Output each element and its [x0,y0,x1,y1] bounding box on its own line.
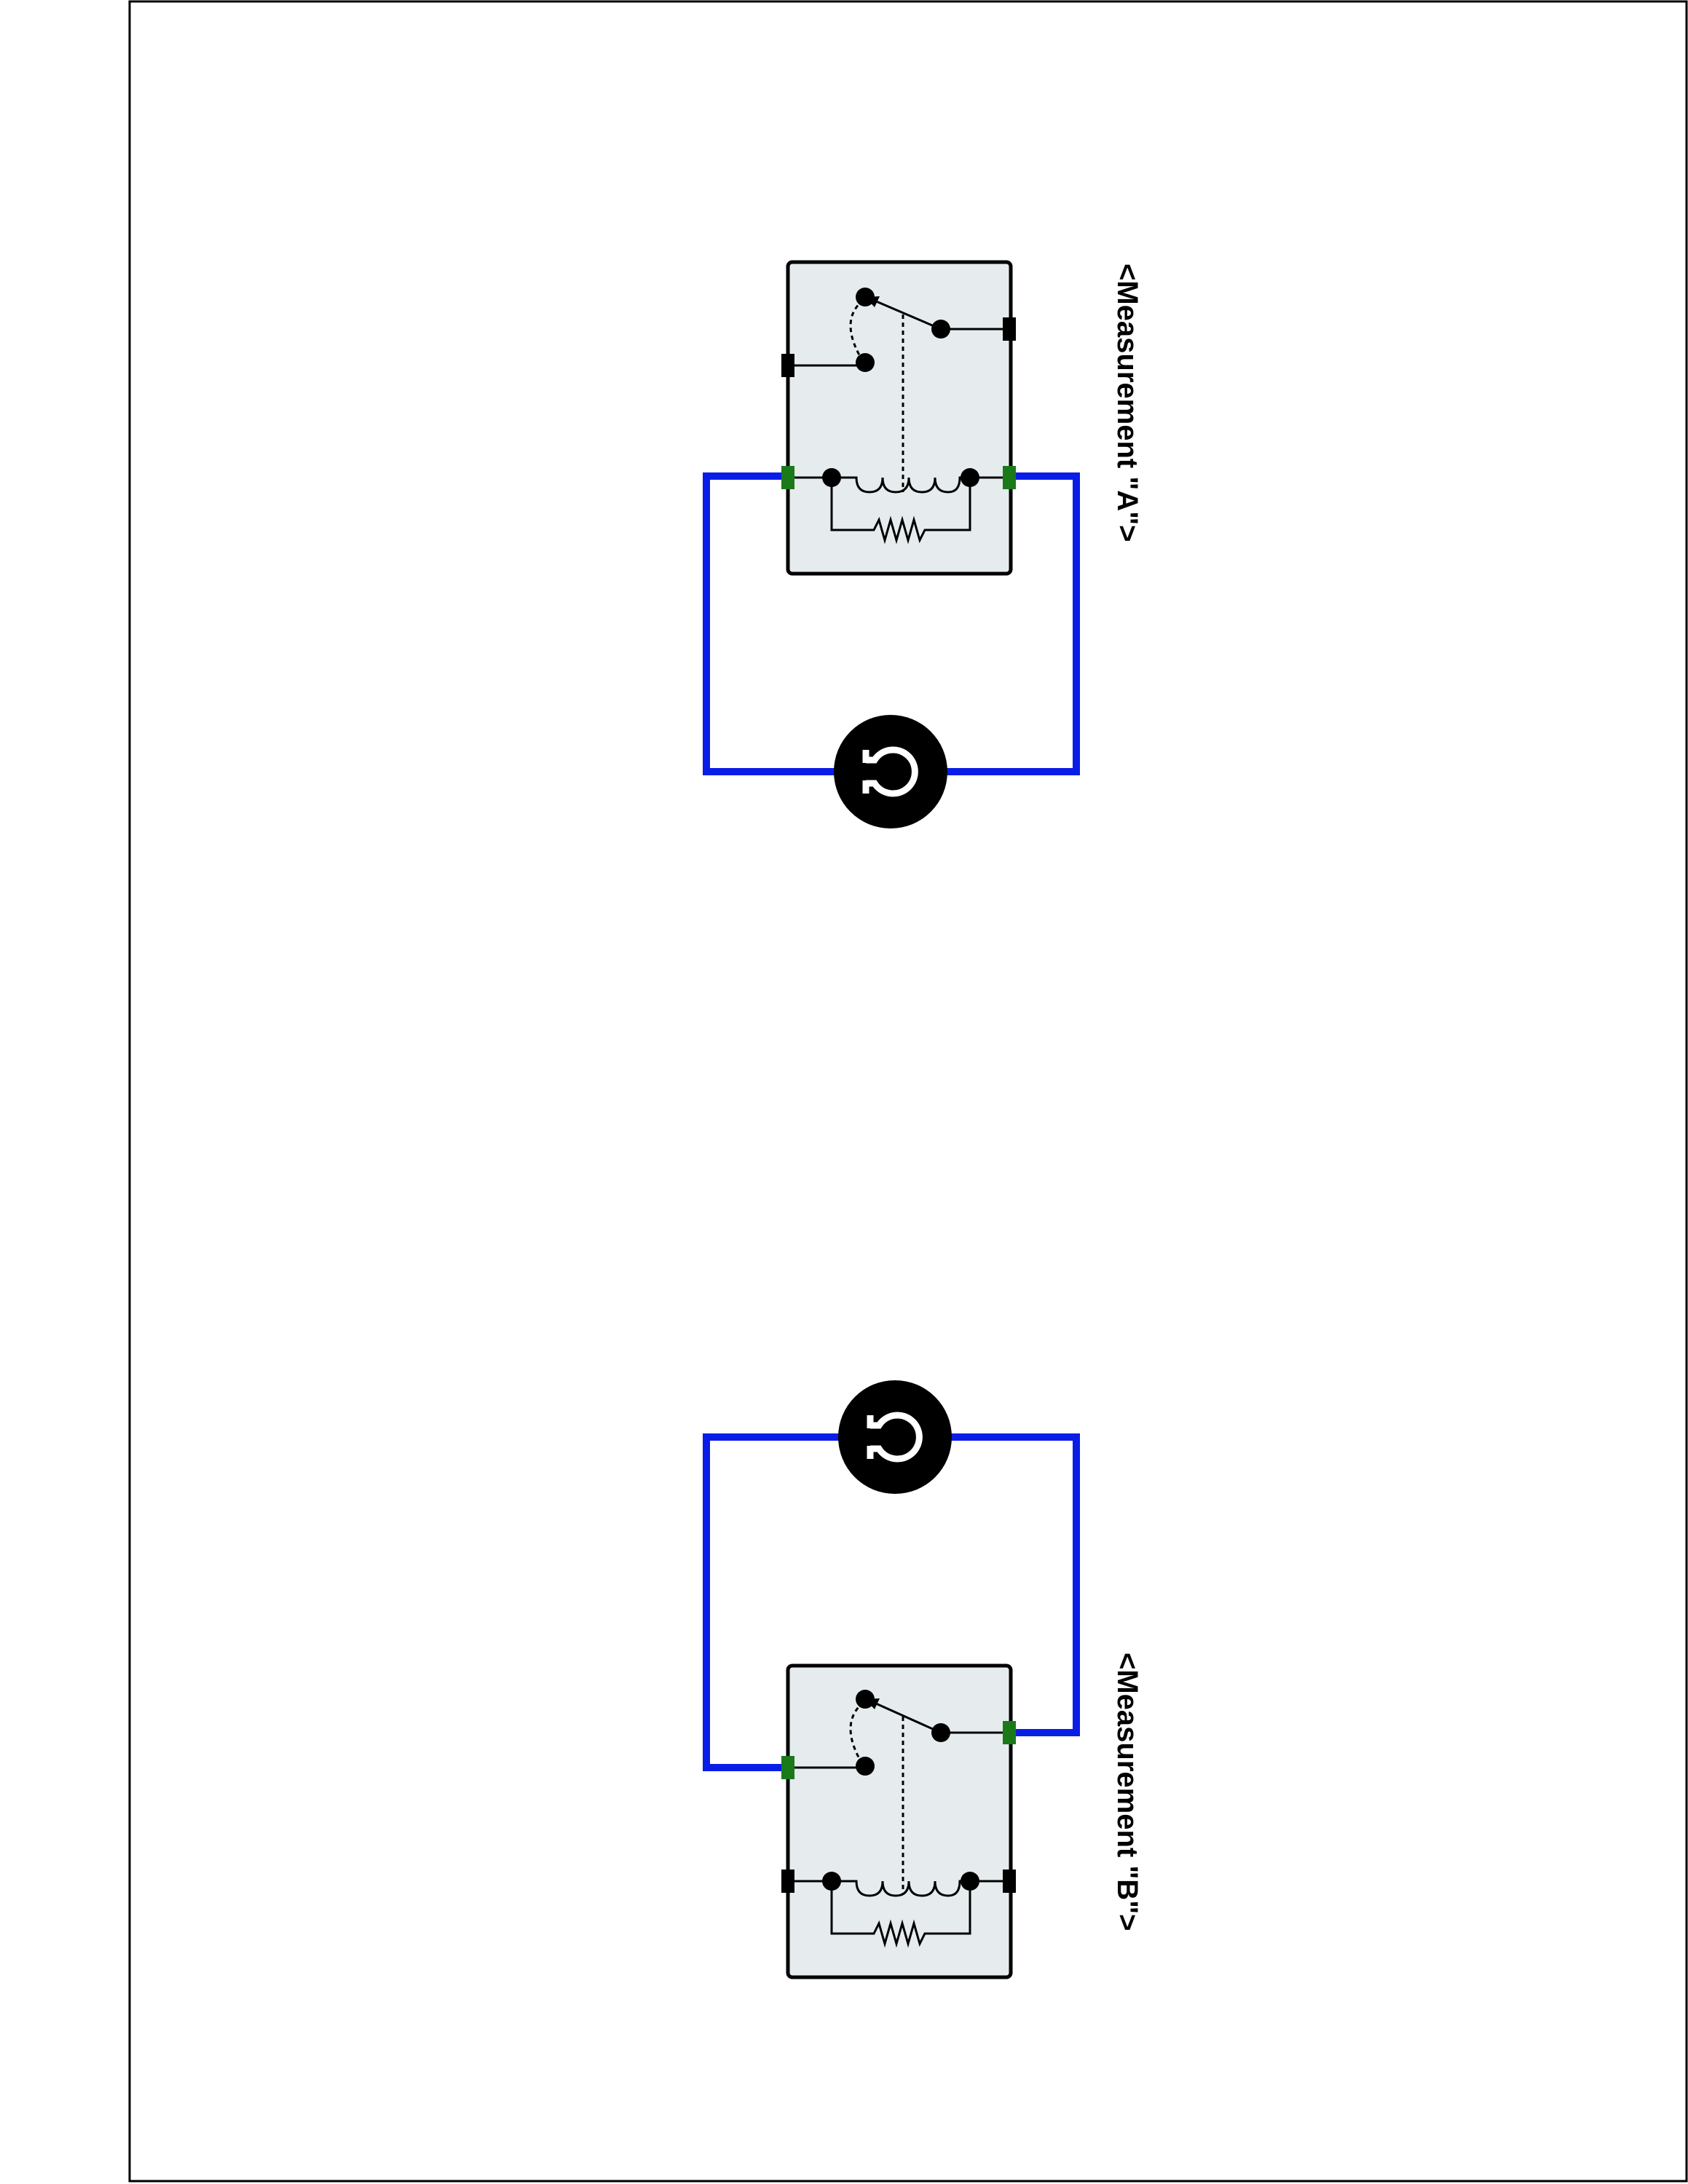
page-border [128,0,1688,2183]
relay-b-terminal-coil-right [1003,1870,1016,1893]
relay-b-coil [788,1872,1009,1948]
meter-lead-a-left [703,472,839,775]
relay-a-switch [788,288,1009,492]
ohm-meter-icon [834,715,947,828]
relay-a-body [786,260,1013,576]
relay-a-terminal-coil-left [781,466,794,489]
meter-lead-b-right [948,1433,1080,1736]
meter-lead-a-right [945,472,1080,775]
relay-a-terminal-coil-right [1003,466,1016,489]
relay-b-terminal-switch-right [1003,1721,1016,1744]
measurement-a-circuit [703,260,1080,828]
measurement-b-label: <Measurement "B"> [1111,1653,1143,1931]
relay-b-terminal-coil-left [781,1870,794,1893]
relay-b-terminal-switch-left [781,1756,794,1779]
meter-lead-b-left [703,1433,843,1771]
measurement-b-circuit [703,1380,1080,1979]
relay-a-terminal-switch-left [781,354,794,377]
relay-b-switch [788,1690,1009,1894]
measurement-a-label: <Measurement "A"> [1111,264,1143,542]
ohm-meter-icon [838,1380,952,1494]
relay-a-terminal-switch-right [1003,317,1016,341]
relay-b-body [786,1663,1013,1979]
